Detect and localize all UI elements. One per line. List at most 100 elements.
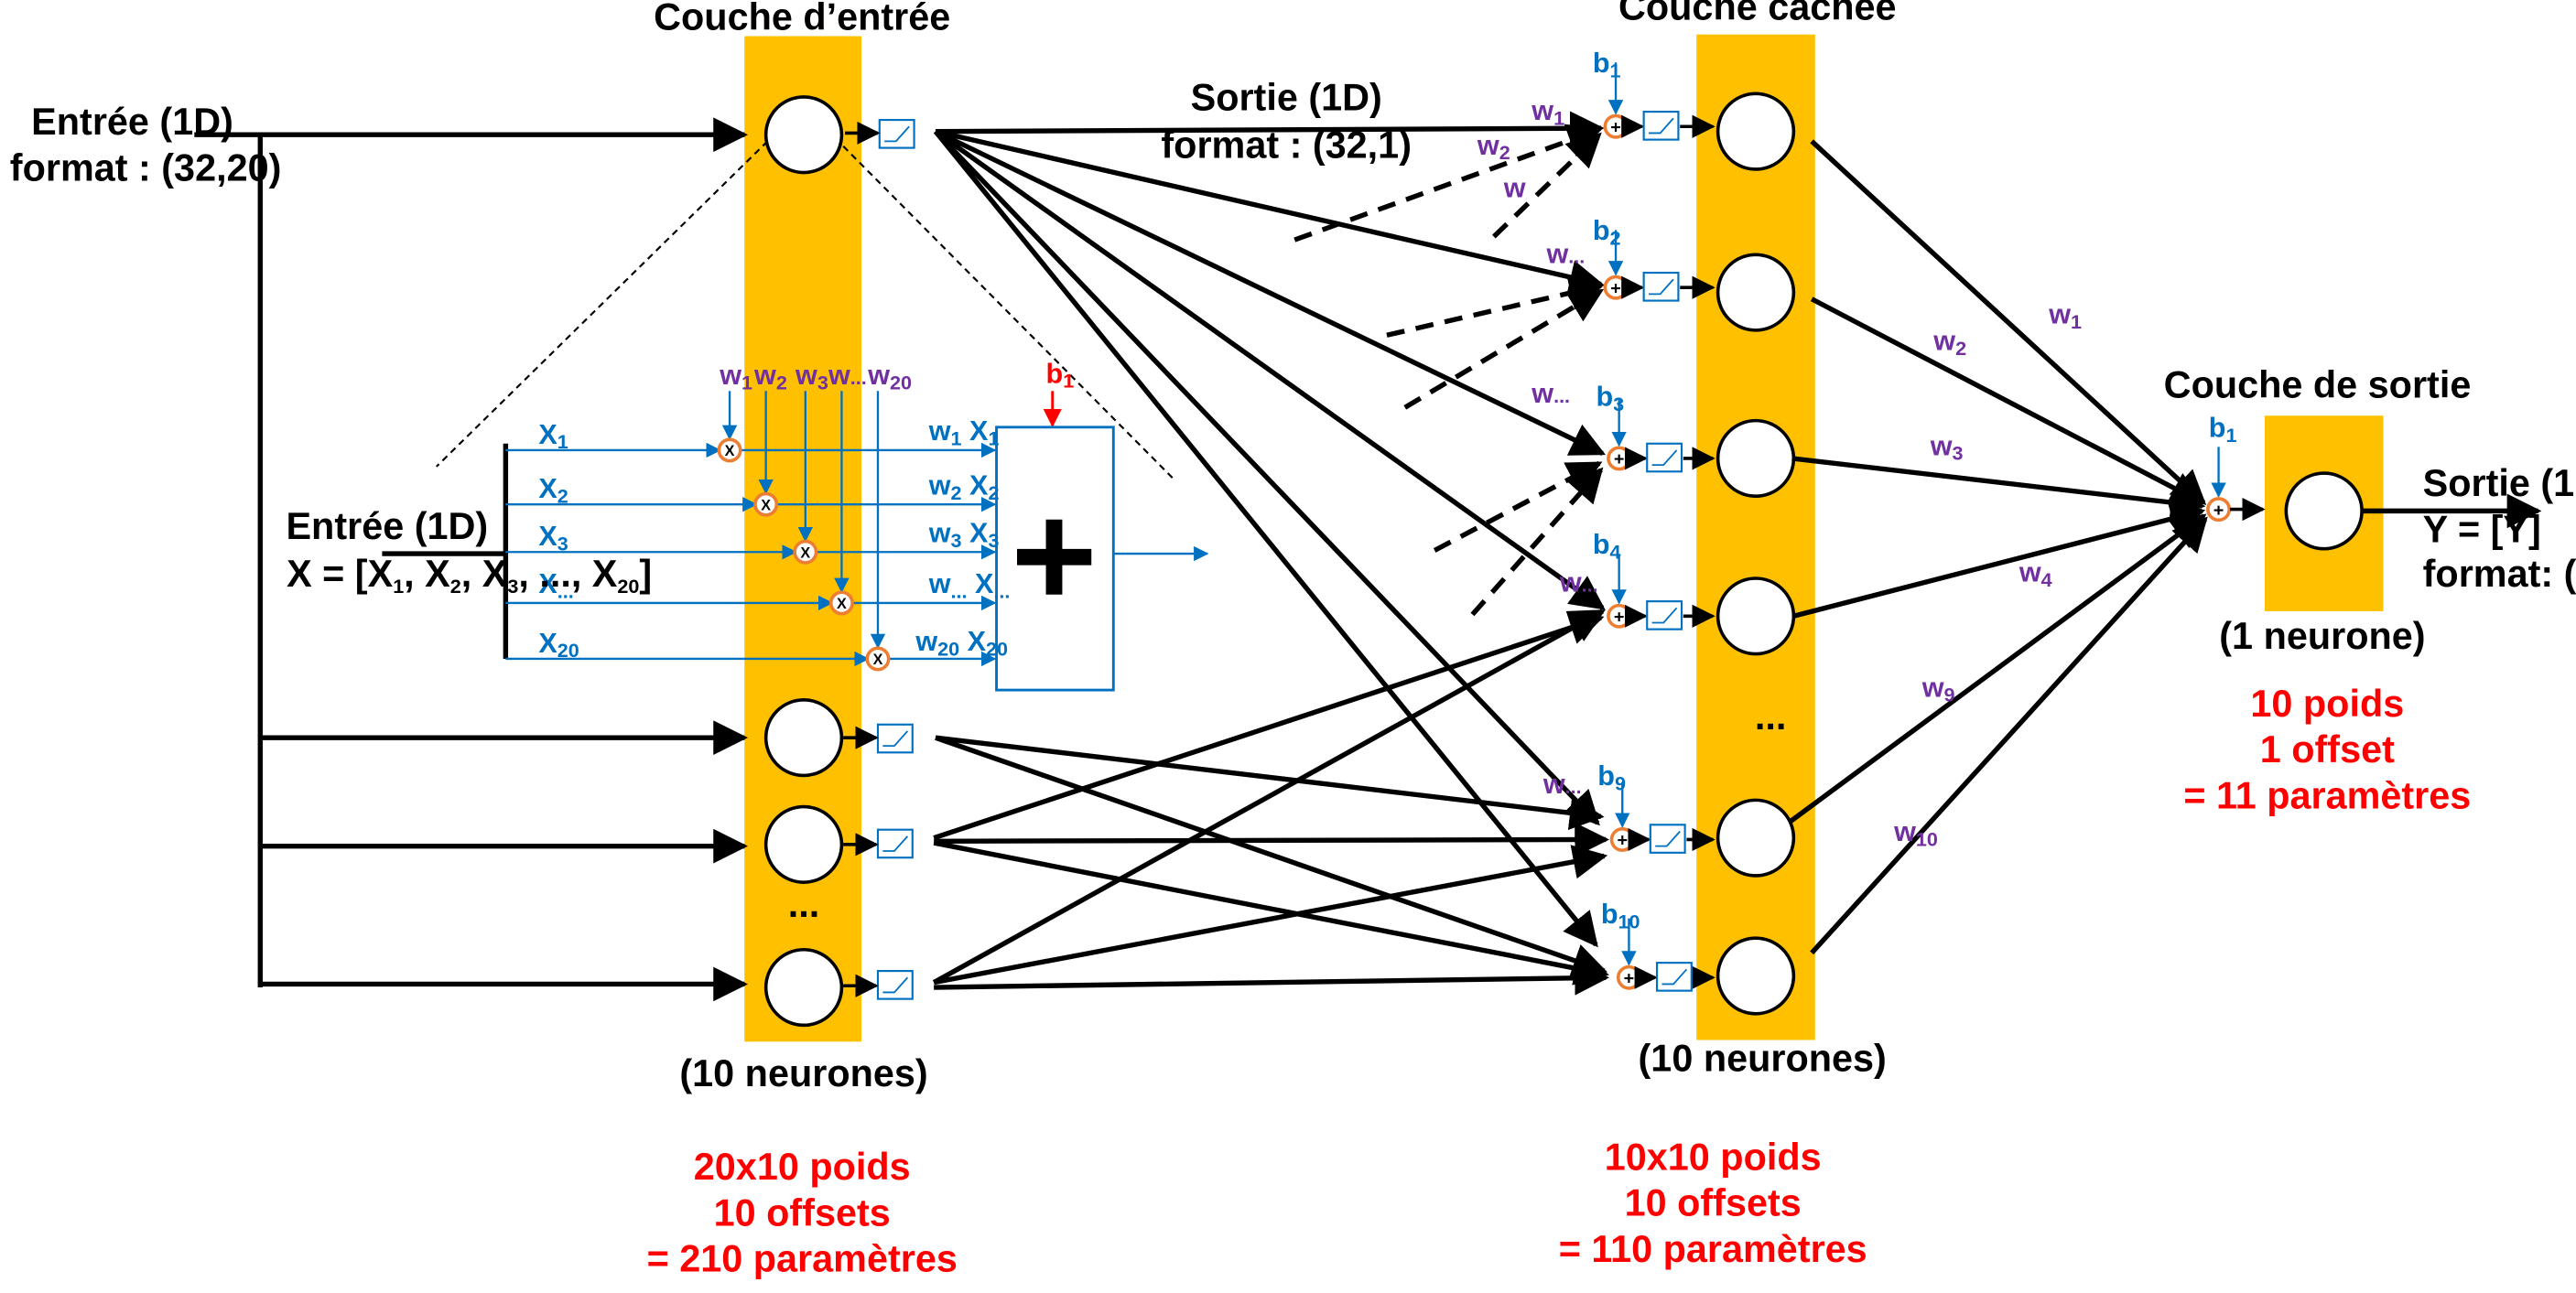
w20x20-label: w20 X20 [915, 626, 1008, 660]
activation-icon [876, 970, 914, 1000]
svg-text:b3: b3 [1596, 381, 1624, 415]
svg-text:b4: b4 [1593, 529, 1621, 563]
hidden-layer-total: = 110 paramètres [1559, 1228, 1867, 1270]
multiply-node [717, 437, 742, 463]
wdots-label: w... [828, 360, 867, 391]
input-to-hidden-connections [932, 111, 1610, 996]
svg-text:+: + [2213, 501, 2224, 521]
svg-text:X: X [873, 652, 883, 668]
activation-icon [876, 828, 914, 859]
sum-node [2206, 497, 2232, 523]
svg-text:X: X [837, 596, 847, 612]
output-sum: b1 + [2206, 413, 2266, 523]
input-activation-boxes [876, 118, 915, 1000]
output-layer-total: = 11 paramètres [2183, 774, 2471, 816]
hidden-layer-weights: 10x10 poids [1605, 1136, 1822, 1178]
activation-icon [1655, 962, 1693, 992]
input-layer-neurons [763, 95, 844, 1028]
multiply-nodes [717, 437, 891, 672]
svg-text:w...: w... [1545, 238, 1585, 269]
input-neuron [763, 698, 844, 778]
x1-label: X1 [538, 419, 568, 453]
input-neuron [763, 95, 844, 175]
hidden-layer-title: Couche cachée [1618, 0, 1897, 28]
w3-label: w3 [795, 360, 828, 393]
activation-icon [876, 723, 914, 754]
input-neuron [763, 804, 844, 884]
input-bus [194, 117, 749, 1002]
svg-text:b2: b2 [1593, 215, 1621, 249]
wx-dots-label: w... X... [928, 568, 1011, 602]
input-vector-label: X = [X1, X2, X3, ..., X20] [287, 553, 652, 598]
hidden-neuron [1716, 253, 1796, 332]
activation-icon [1646, 600, 1683, 630]
svg-text:+: + [1614, 607, 1625, 627]
svg-text:+: + [1610, 278, 1621, 298]
final-output-format: format: (32,1) [2423, 553, 2576, 595]
activation-icon [1642, 111, 1680, 141]
activation-icon [1642, 271, 1680, 302]
svg-text:w9: w9 [1921, 672, 1955, 706]
svg-text:w4: w4 [2019, 557, 2052, 591]
w20-label: w20 [867, 360, 912, 393]
hidden-activation-boxes [1642, 111, 1693, 992]
w1x1-label: w1 X1 [928, 415, 1000, 449]
hidden-layer-ellipsis: ... [1755, 695, 1786, 738]
svg-text:w...: w... [1531, 378, 1570, 409]
output-neuron [2284, 471, 2364, 551]
final-output-title: Sortie (1D) [2423, 462, 2576, 504]
svg-text:X: X [761, 497, 771, 513]
svg-text:b10: b10 [1601, 899, 1640, 932]
svg-text:w1: w1 [2048, 299, 2082, 333]
output-weight-labels: w1 w2 w3 w4 w9 w10 [1893, 299, 2082, 851]
hidden-neuron [1716, 92, 1796, 171]
svg-text:w...: w... [1542, 769, 1582, 800]
hidden-neuron [1716, 418, 1796, 499]
x2-label: X2 [538, 473, 568, 507]
svg-text:w: w [1503, 172, 1526, 203]
detail-input-title: Entrée (1D) [286, 505, 488, 547]
svg-text:w3: w3 [1930, 430, 1964, 464]
input-title: Entrée (1D) [31, 101, 233, 143]
svg-text:+: + [1610, 117, 1621, 137]
output-layer-count: (1 neurone) [2219, 615, 2425, 657]
hidden-layer-offsets: 10 offsets [1625, 1182, 1802, 1224]
svg-text:+: + [1624, 968, 1635, 988]
activation-icon [1646, 442, 1683, 473]
output-layer-weights: 10 poids [2250, 683, 2404, 725]
w1-label: w1 [719, 360, 752, 393]
neuron-detail: + X X X X X X1 X2 X3 X... X20 w1 w2 w3 w… [286, 358, 1209, 692]
hidden-sum-nodes: + + + + + + [1603, 62, 1716, 992]
zoom-guides [436, 140, 1174, 479]
svg-text:+: + [1614, 449, 1625, 469]
input-format: format : (32,20) [10, 147, 282, 189]
w2x2-label: w2 X2 [928, 469, 1000, 503]
hidden-weight-labels: w1 w2 w w... w... w... w... [1477, 95, 1598, 800]
svg-text:w2: w2 [1477, 130, 1510, 164]
input-layer-total: = 210 paramètres [647, 1238, 958, 1280]
sum-box [995, 426, 1115, 692]
svg-text:b9: b9 [1597, 760, 1626, 794]
hidden-layer-count: (10 neurones) [1639, 1038, 1887, 1080]
hidden-layer-column [1696, 34, 1815, 1040]
sortie-title: Sortie (1D) [1191, 76, 1382, 118]
svg-text:w1: w1 [1531, 95, 1564, 129]
xdots-label: X... [538, 568, 573, 602]
input-neuron [763, 947, 844, 1028]
multiply-node [753, 491, 779, 517]
input-layer-ellipsis: ... [788, 883, 819, 925]
input-layer-weights: 20x10 poids [694, 1146, 911, 1188]
hidden-neuron [1716, 798, 1796, 878]
hidden-neuron [1716, 936, 1796, 1016]
svg-text:+: + [1617, 831, 1628, 851]
sum-symbol: + [1011, 474, 1098, 639]
x3-label: X3 [538, 521, 568, 555]
activation-icon [878, 118, 915, 149]
dashed-hidden-inputs [1293, 124, 1605, 617]
activation-icon [1649, 824, 1686, 854]
multiply-node [793, 539, 818, 565]
sortie-format: format : (32,1) [1161, 124, 1412, 166]
multiply-node [865, 646, 891, 672]
svg-text:w...: w... [1559, 566, 1598, 598]
